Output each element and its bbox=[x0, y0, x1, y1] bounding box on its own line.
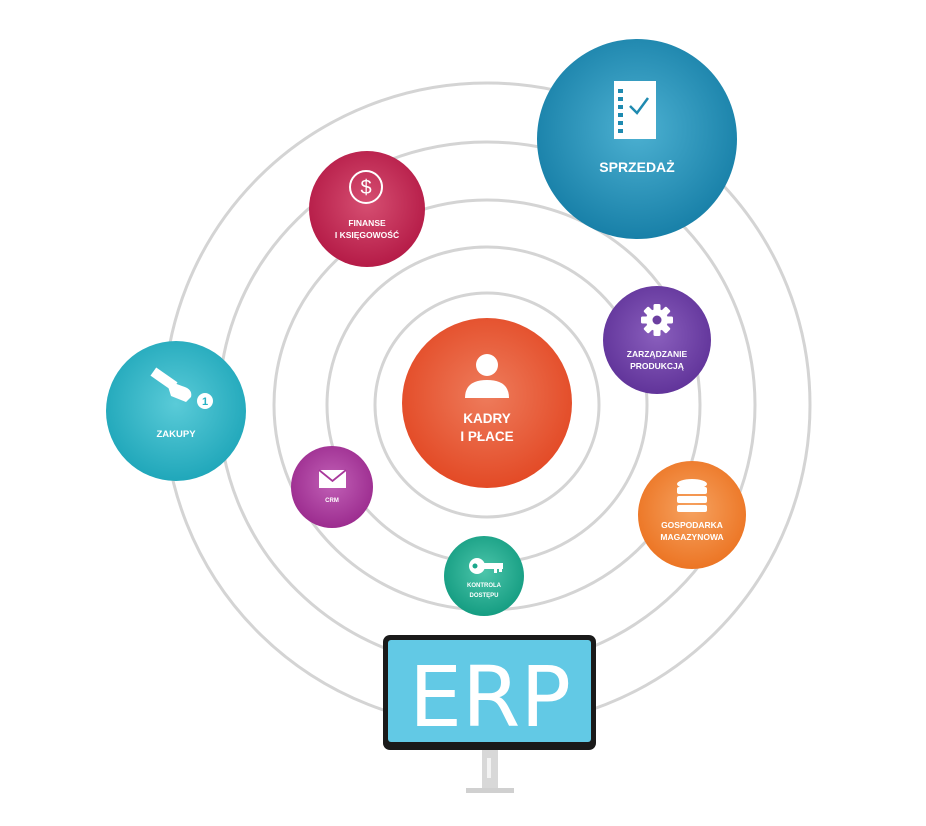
user-icon bbox=[465, 354, 509, 398]
magazyn-label-line1: GOSPODARKA bbox=[661, 520, 723, 530]
gear-icon bbox=[641, 304, 673, 336]
center-label-line1: KADRY bbox=[463, 411, 511, 426]
hand-cursor-icon: 1 bbox=[150, 367, 213, 409]
crm-label: CRM bbox=[325, 498, 339, 504]
module-finanse[interactable]: $ FINANSE I KSIĘGOWOŚĆ bbox=[309, 151, 425, 267]
finanse-label-line2: I KSIĘGOWOŚĆ bbox=[335, 229, 399, 240]
monitor-screen bbox=[388, 640, 591, 742]
module-kontrola[interactable]: KONTROLA DOSTĘPU bbox=[444, 536, 524, 616]
envelope-icon bbox=[318, 469, 347, 488]
svg-text:$: $ bbox=[360, 177, 371, 199]
monitor-stand bbox=[466, 748, 514, 793]
checklist-icon bbox=[614, 81, 656, 139]
module-zakupy[interactable]: 1 ZAKUPY bbox=[106, 341, 246, 481]
erp-monitor: ERP bbox=[383, 635, 596, 793]
finanse-label-line1: FINANSE bbox=[348, 218, 386, 228]
kontrola-label-line2: DOSTĘPU bbox=[469, 593, 498, 599]
magazyn-label-line2: MAGAZYNOWA bbox=[660, 532, 723, 542]
orbit-1 bbox=[373, 291, 601, 519]
produkcja-label-line1: ZARZĄDZANIE bbox=[627, 349, 688, 359]
sprzedaz-label: SPRZEDAŻ bbox=[599, 159, 675, 175]
module-magazyn[interactable]: GOSPODARKA MAGAZYNOWA bbox=[638, 461, 746, 569]
kontrola-label-line1: KONTROLA bbox=[467, 583, 502, 589]
database-icon bbox=[677, 479, 707, 512]
produkcja-label-line2: PRODUKCJĄ bbox=[630, 361, 684, 371]
key-icon bbox=[469, 558, 503, 574]
module-produkcja[interactable]: ZARZĄDZANIE PRODUKCJĄ bbox=[603, 286, 711, 394]
module-crm[interactable]: CRM bbox=[291, 446, 373, 528]
module-sprzedaz[interactable]: SPRZEDAŻ bbox=[537, 39, 737, 239]
dollar-icon: $ bbox=[349, 170, 383, 204]
module-kadry-center[interactable]: KADRY I PŁACE bbox=[402, 318, 572, 488]
center-label-line2: I PŁACE bbox=[460, 429, 513, 444]
erp-label: ERP bbox=[409, 648, 571, 746]
svg-text:1: 1 bbox=[202, 396, 208, 408]
zakupy-label: ZAKUPY bbox=[156, 429, 196, 440]
